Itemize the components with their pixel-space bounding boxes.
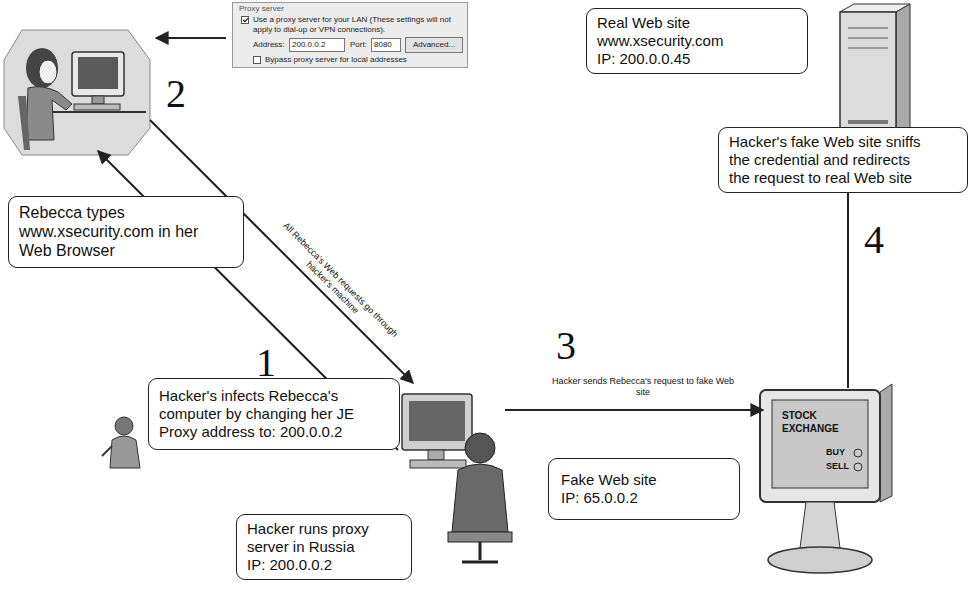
screen-text: EXCHANGE — [782, 423, 839, 435]
callout-number: 2 — [166, 74, 186, 114]
fake-site-monitor — [760, 384, 892, 573]
arrow-label: All Rebecca's Web requests go through ha… — [267, 214, 406, 353]
check-mark — [243, 17, 249, 23]
info-box: Hacker runs proxy server in RussiaIP: 20… — [236, 514, 412, 580]
box-text: Fake Web site — [561, 471, 727, 489]
proxy-settings-dialog: Proxy serverUse a proxy server for your … — [232, 2, 468, 68]
info-box: Hacker's infects Rebecca's computer by c… — [148, 378, 400, 450]
hacker-icon — [102, 417, 140, 468]
callout-number: 1 — [256, 343, 276, 383]
field-label: Port: — [350, 40, 367, 50]
box-text: IP: 200.0.0.45 — [597, 50, 797, 68]
box-text: Real Web site — [597, 14, 797, 32]
option-text: Bypass proxy server for local addresses — [265, 55, 407, 65]
settings-arrow — [156, 37, 226, 39]
checkbox — [253, 56, 261, 64]
callout-number: 4 — [864, 220, 884, 260]
hacker-computer — [402, 394, 512, 562]
info-box: Rebecca types www.xsecurity.com in her W… — [8, 196, 244, 268]
info-box: Hacker's fake Web site sniffs the creden… — [718, 127, 968, 193]
box-text: IP: 200.0.0.2 — [247, 556, 401, 574]
callout-number: 3 — [556, 326, 576, 366]
dialog-button: Advanced... — [405, 37, 463, 53]
checkbox — [241, 16, 249, 24]
box-text: IP: 65.0.0.2 — [561, 489, 727, 507]
info-box: Real Web sitewww.xsecurity.comIP: 200.0.… — [586, 8, 808, 74]
forward-arrow — [505, 409, 763, 411]
redirect-arrow — [847, 164, 849, 388]
option-text: Use a proxy server for your LAN (These s… — [253, 15, 463, 34]
box-text: Hacker's fake Web site sniffs the creden… — [729, 133, 922, 187]
box-text: Rebecca types www.xsecurity.com in her W… — [19, 203, 233, 261]
screen-text: STOCK — [782, 410, 817, 422]
box-text: Hacker's infects Rebecca's computer by c… — [159, 387, 389, 441]
screen-text: SELL — [826, 461, 849, 472]
user-illustration — [4, 30, 150, 155]
screen-text: BUY — [826, 447, 845, 458]
arrow-label: Hacker sends Rebecca's request to fake W… — [548, 376, 738, 398]
group-title: Proxy server — [239, 4, 284, 14]
input-field: 8080 — [371, 38, 401, 52]
info-box: Fake Web siteIP: 65.0.0.2 — [548, 458, 740, 520]
box-text: www.xsecurity.com — [597, 32, 797, 50]
field-label: Address: — [253, 40, 285, 50]
box-text: Hacker runs proxy server in Russia — [247, 520, 401, 556]
input-field: 200.0.0.2 — [289, 38, 345, 52]
